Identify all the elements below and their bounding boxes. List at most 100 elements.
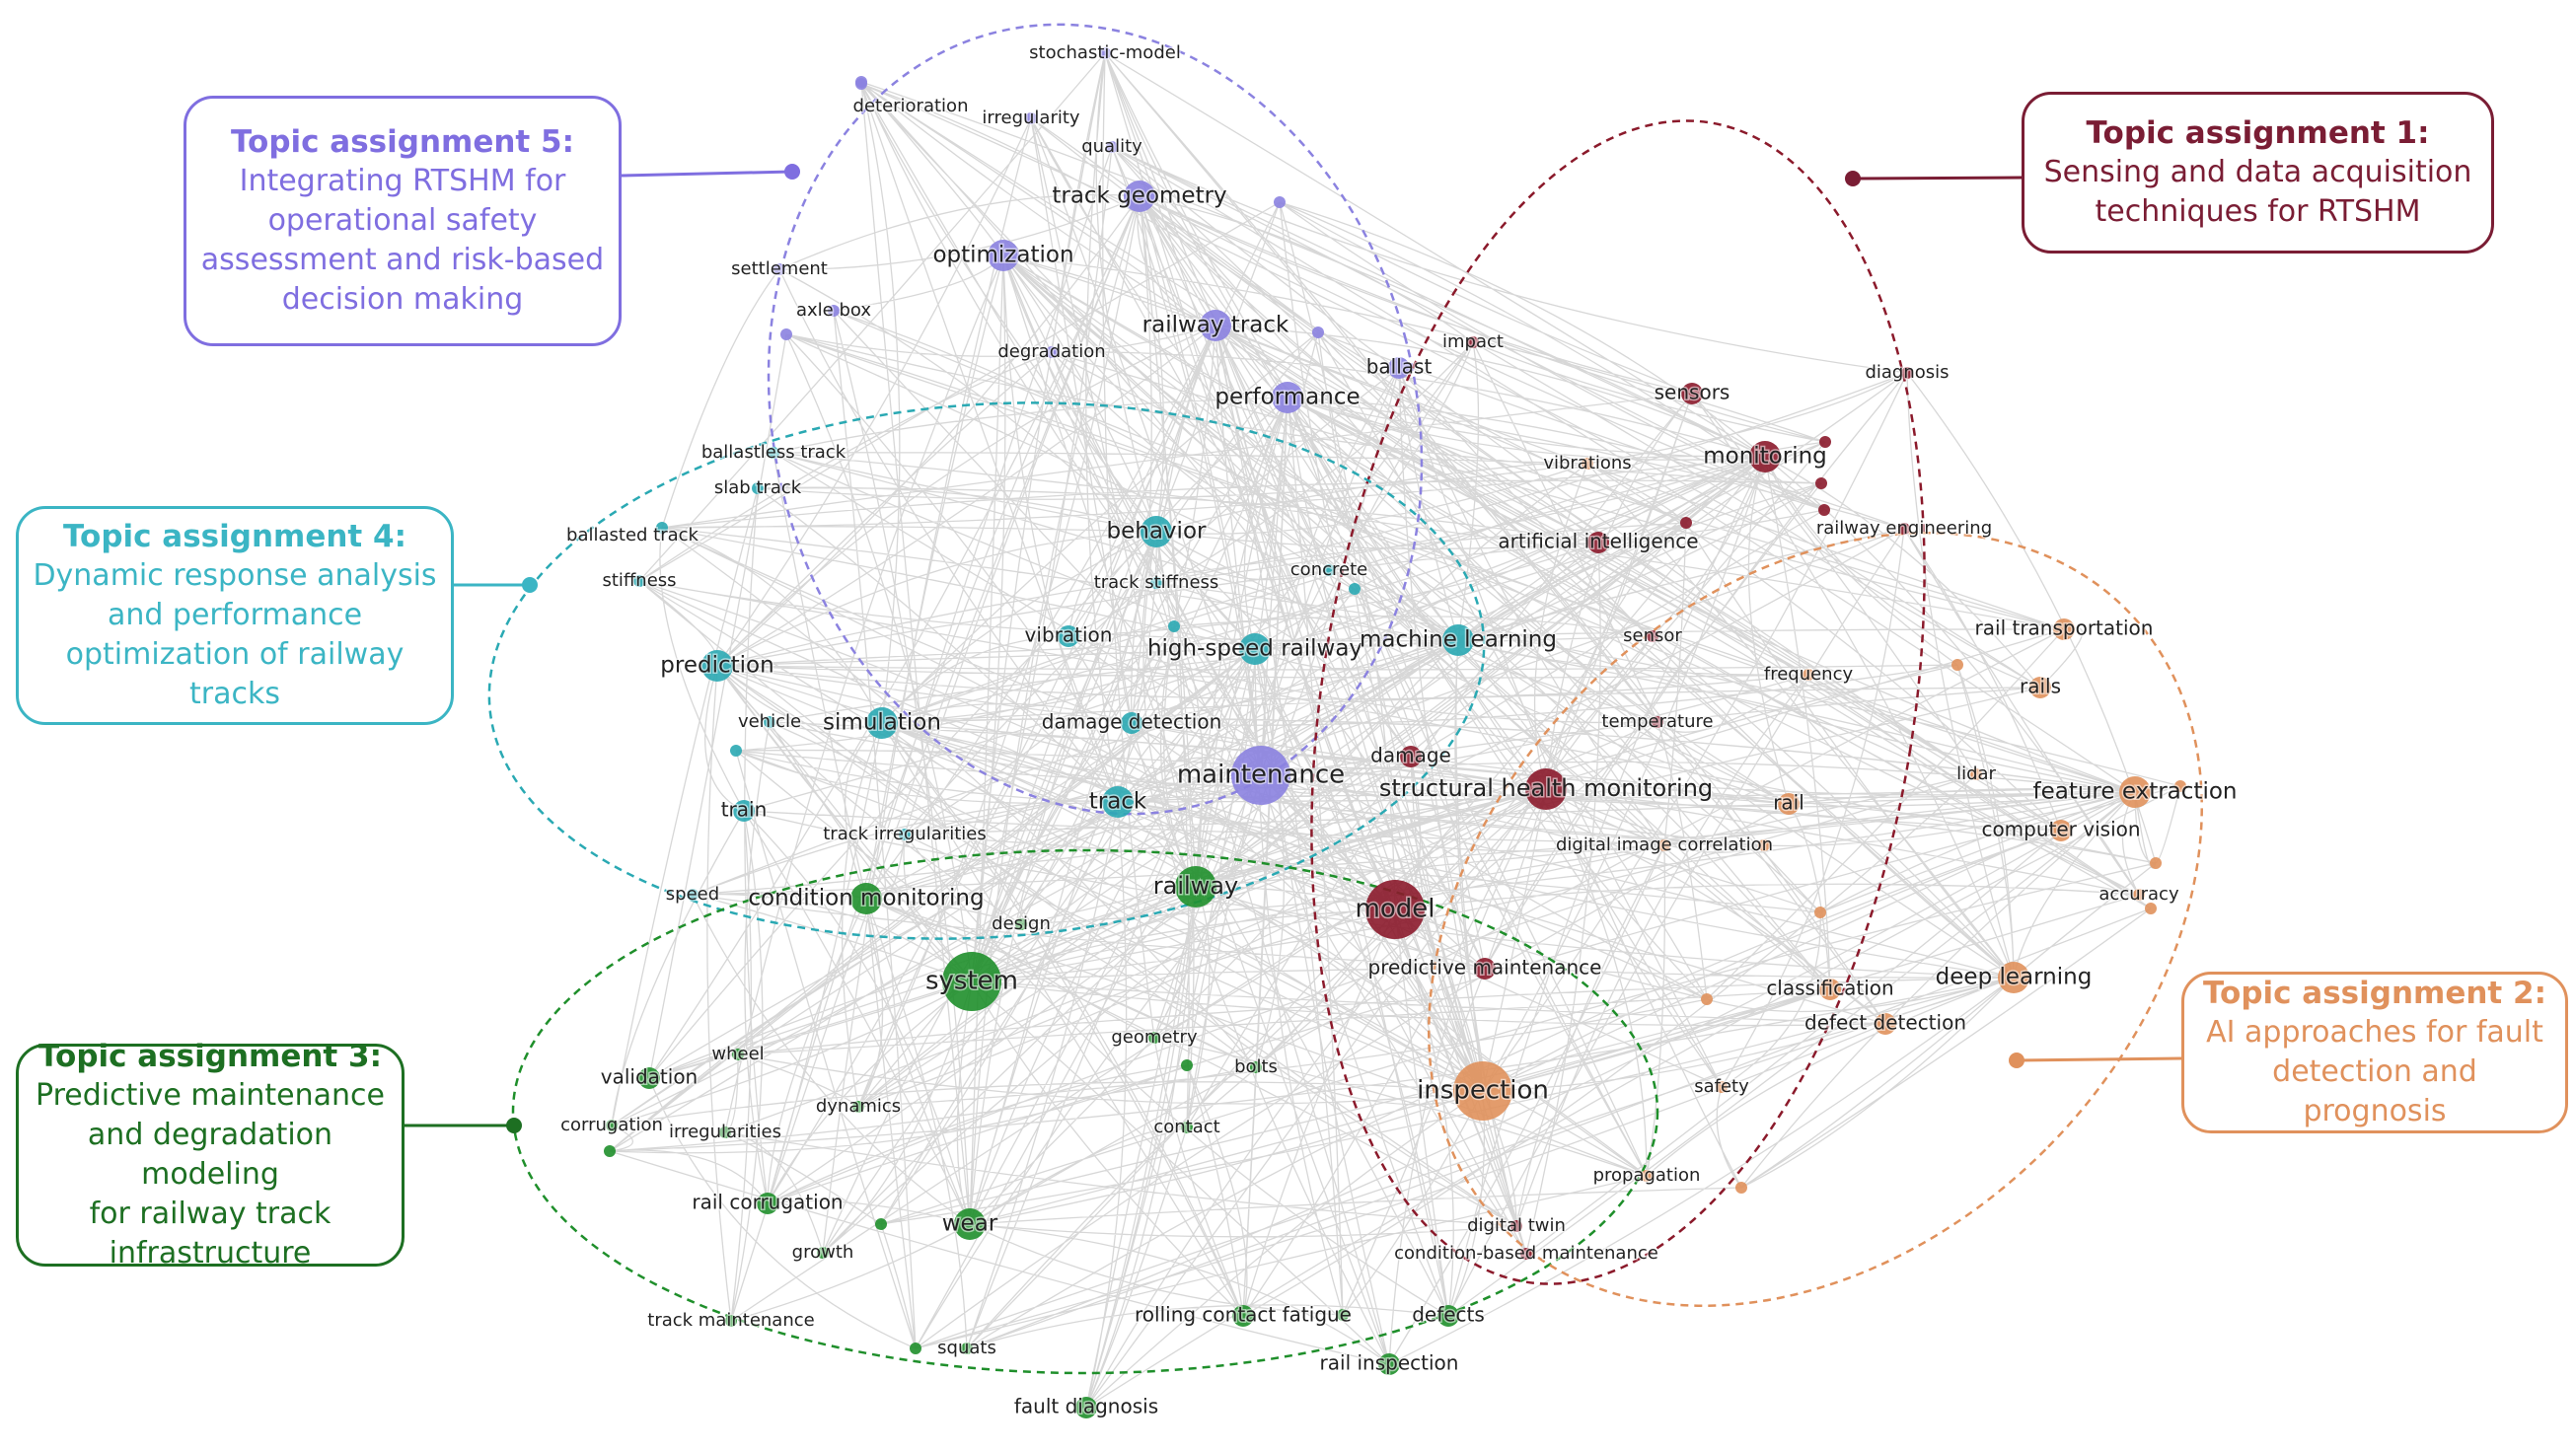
keyword-node-vehicle <box>764 716 775 728</box>
keyword-label-condition-based-maintenance: condition-based maintenance <box>1394 1243 1658 1264</box>
cluster-ellipse-4 <box>487 401 1486 940</box>
keyword-node-concrete <box>1323 564 1335 576</box>
keyword-node-model <box>1365 880 1425 939</box>
keyword-node-damage-detection <box>1121 712 1142 734</box>
keyword-node-diagnosis <box>1901 367 1913 379</box>
keyword-node-rail-inspection <box>1378 1353 1400 1375</box>
keyword-node-railway-engineering <box>1898 523 1910 535</box>
keyword-label-geometry: geometry <box>1111 1027 1198 1048</box>
keyword-node-squats <box>961 1343 973 1354</box>
keyword-label-optimization: optimization <box>932 243 1073 268</box>
keyword-node-quality <box>1106 141 1118 153</box>
keyword-node-unlabeled <box>1951 659 1963 671</box>
keyword-label-rail-inspection: rail inspection <box>1320 1351 1459 1375</box>
keyword-label-rolling-contact-fatigue: rolling contact fatigue <box>1135 1303 1352 1327</box>
connector-dot <box>1845 171 1861 186</box>
keyword-node-performance <box>1272 382 1303 413</box>
keyword-label-sensor: sensor <box>1623 625 1682 646</box>
topic-3-line-4: infrastructure <box>109 1236 312 1270</box>
keyword-node-unlabeled <box>1181 1059 1193 1071</box>
keyword-node-impact <box>1467 336 1479 348</box>
cluster-ellipse-2 <box>1428 532 2203 1307</box>
keyword-node-unlabeled <box>780 328 792 340</box>
keyword-label-digital-twin: digital twin <box>1467 1215 1566 1236</box>
topic-box-2: Topic assignment 2: AI approaches for fa… <box>2181 972 2568 1133</box>
keyword-label-irregularity: irregularity <box>982 108 1079 128</box>
keyword-node-system <box>942 952 1001 1011</box>
keyword-node-classification <box>1819 979 1841 1000</box>
keyword-node-deep-learning <box>1998 962 2029 993</box>
node-labels: stochastic-modeldeteriorationirregularit… <box>559 41 2239 1420</box>
keyword-node-monitoring <box>1749 441 1781 472</box>
keyword-node-unlabeled <box>1349 583 1361 595</box>
topic-box-1: Topic assignment 1: Sensing and data acq… <box>2022 92 2494 254</box>
keyword-node-unlabeled <box>2150 857 2162 869</box>
keyword-node-computer-vision <box>2050 820 2072 841</box>
keyword-label-system: system <box>925 967 1018 996</box>
keyword-label-digital-image-correlation: digital image correlation <box>1556 835 1773 855</box>
keyword-node-damage <box>1400 746 1422 767</box>
keyword-label-track-stiffness: track stiffness <box>1094 572 1219 593</box>
keyword-label-quality: quality <box>1081 136 1142 157</box>
keyword-node-railway <box>1175 866 1216 908</box>
keyword-label-bolts: bolts <box>1234 1056 1278 1077</box>
keyword-label-axle-box: axle box <box>796 300 871 321</box>
topic-5-title: Topic assignment 5: <box>231 124 574 160</box>
keyword-node-frequency <box>1803 669 1814 681</box>
keyword-label-irregularities: irregularities <box>669 1122 781 1142</box>
keyword-node-dynamics <box>852 1101 864 1113</box>
keyword-label-vibration: vibration <box>1025 623 1113 647</box>
keyword-label-wear: wear <box>942 1211 998 1237</box>
keyword-node-unlabeled <box>2174 780 2186 792</box>
keyword-label-model: model <box>1356 895 1435 924</box>
keyword-label-design: design <box>992 913 1051 934</box>
keyword-node-slab-track <box>752 482 764 494</box>
keyword-node-defects <box>1437 1305 1459 1327</box>
connector-line <box>2016 1056 2182 1062</box>
keyword-node-unlabeled <box>875 1218 887 1230</box>
keyword-node-axle-box <box>828 305 840 317</box>
cluster-ellipse-5 <box>767 23 1424 816</box>
keyword-label-maintenance: maintenance <box>1177 761 1345 790</box>
keyword-label-corrugation: corrugation <box>560 1115 663 1135</box>
topic-2-line-1: AI approaches for fault <box>2206 1015 2543 1050</box>
keyword-node-unlabeled <box>730 745 742 757</box>
keyword-label-ballastless-track: ballastless track <box>701 442 846 463</box>
keyword-node-maintenance <box>1231 746 1290 805</box>
keyword-label-degradation: degradation <box>997 341 1105 362</box>
keyword-node-optimization <box>988 240 1019 271</box>
keyword-label-high-speed-railway: high-speed railway <box>1147 636 1362 662</box>
keyword-label-ballasted-track: ballasted track <box>566 525 699 545</box>
topic-2-line-2: detection and prognosis <box>2272 1054 2477 1128</box>
keyword-node-temperature <box>1652 716 1663 728</box>
keyword-label-stiffness: stiffness <box>602 570 676 591</box>
keyword-node-unlabeled <box>1758 839 1770 851</box>
keyword-label-validation: validation <box>601 1065 698 1089</box>
connector-line <box>621 170 793 178</box>
keyword-node-unlabeled <box>2145 903 2157 914</box>
keyword-label-slab-track: slab track <box>714 477 802 498</box>
keyword-node-inspection <box>1453 1061 1512 1121</box>
keyword-node-track-irregularities <box>899 829 911 840</box>
keyword-label-track: track <box>1089 789 1147 815</box>
cluster-ellipses <box>487 23 2203 1375</box>
topic-4-line-1: Dynamic response analysis <box>33 558 437 593</box>
keyword-label-track-geometry: track geometry <box>1052 183 1226 209</box>
topic-1-line-2: techniques for RTSHM <box>2095 194 2421 229</box>
keyword-label-inspection: inspection <box>1417 1076 1549 1106</box>
keyword-node-unlabeled <box>1735 1182 1747 1194</box>
keyword-node-rail-corrugation <box>757 1193 778 1214</box>
keyword-node-fault-diagnosis <box>1075 1397 1097 1418</box>
keyword-node-bolts <box>1250 1061 1262 1073</box>
keyword-node-wear <box>954 1208 986 1240</box>
topic-5-line-2: operational safety <box>267 203 538 238</box>
keyword-node-simulation <box>866 707 898 739</box>
connector-dot <box>522 577 538 593</box>
keyword-label-behavior: behavior <box>1107 519 1207 544</box>
topic-1-line-1: Sensing and data acquisition <box>2043 155 2472 189</box>
topic-5-line-4: decision making <box>281 282 524 317</box>
keyword-node-behavior <box>1141 516 1172 547</box>
keyword-node-sensor <box>1647 630 1658 642</box>
topic-box-3: Topic assignment 3: Predictive maintenan… <box>16 1039 405 1270</box>
connector-dot <box>506 1118 522 1133</box>
